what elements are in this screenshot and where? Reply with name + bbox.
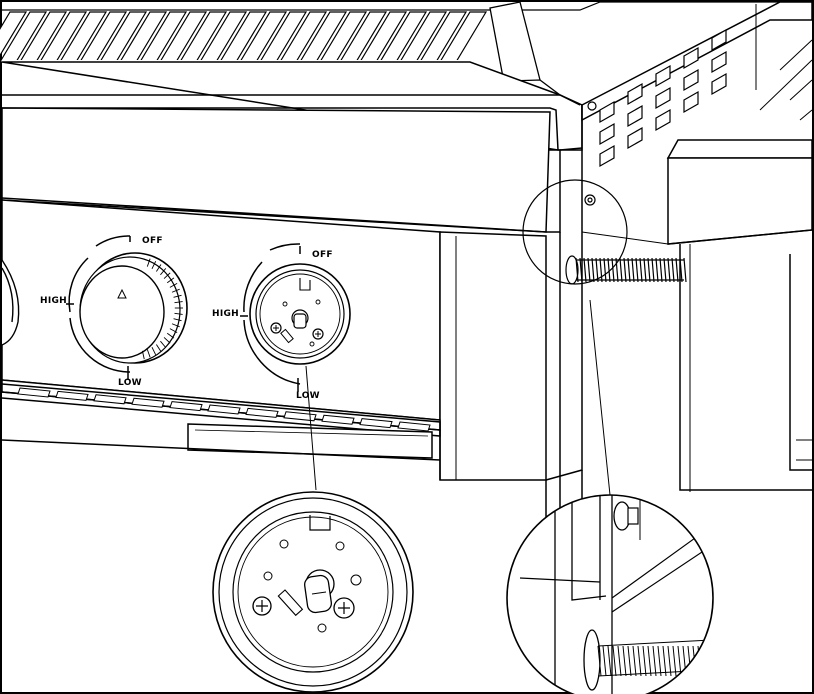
vent-slot xyxy=(245,407,279,418)
knob-ridge xyxy=(174,312,183,315)
knob-ridge xyxy=(155,264,162,272)
dial-label-low-right: LOW xyxy=(296,391,320,401)
side-slot xyxy=(627,126,643,150)
bolt-thread xyxy=(707,645,712,677)
vent-slot xyxy=(17,387,51,398)
bolt-thread xyxy=(702,645,707,677)
bolt-thread xyxy=(597,645,602,677)
bolt-thread xyxy=(662,645,667,677)
knob-ridge xyxy=(160,268,167,276)
side-slot xyxy=(655,64,671,88)
vent-slot xyxy=(93,394,127,405)
bolt-thread xyxy=(632,645,637,677)
bolt-thread xyxy=(652,645,657,677)
dial-label-high-right: HIGH xyxy=(212,309,239,319)
dial-label-off-left: OFF xyxy=(142,236,163,246)
side-slot xyxy=(627,82,643,106)
bolt-thread xyxy=(622,645,627,677)
dial-label-low-left: LOW xyxy=(118,378,142,388)
dial-label-high-left: HIGH xyxy=(40,296,67,306)
control-knob-left xyxy=(66,235,188,380)
detail-highlight-circle xyxy=(522,179,628,285)
knob-ridge xyxy=(146,349,151,358)
side-slot xyxy=(627,104,643,128)
bolt-thread xyxy=(657,645,662,677)
bolt-thread xyxy=(612,645,617,677)
side-panel-vent-slots xyxy=(599,28,727,168)
vent-slot xyxy=(283,411,317,422)
side-slot xyxy=(711,50,727,74)
bolt-thread xyxy=(677,645,682,677)
bolt-edge xyxy=(597,639,713,647)
bolt-thread xyxy=(602,645,607,677)
control-knob-partial xyxy=(1,259,20,346)
bolt-thread xyxy=(607,645,612,677)
side-panel xyxy=(545,1,813,587)
knob-ridge xyxy=(166,332,175,339)
bolt-thread xyxy=(667,645,672,677)
vent-slot xyxy=(55,390,89,401)
dial-label-off-right: OFF xyxy=(312,250,333,260)
valve-face-right xyxy=(240,243,351,392)
bolt-thread xyxy=(672,645,677,677)
side-slot xyxy=(683,46,699,70)
knob-ridge xyxy=(160,340,167,348)
vent-slot xyxy=(321,414,355,425)
grate-bar xyxy=(0,11,28,57)
side-shelf-bolt xyxy=(565,255,687,285)
vent-slot xyxy=(359,418,393,429)
knob-ridge xyxy=(151,347,157,355)
side-slot xyxy=(683,68,699,92)
knob-ridge xyxy=(171,323,180,328)
bolt-thread xyxy=(627,645,632,677)
side-slot xyxy=(711,72,727,96)
knob-ridge xyxy=(166,277,175,284)
side-slot xyxy=(683,90,699,114)
bolt-thread xyxy=(642,645,647,677)
knob-ridge xyxy=(169,328,178,334)
knob-ridge xyxy=(141,350,145,360)
knob-ridge xyxy=(173,318,182,322)
knob-ridge xyxy=(146,258,151,267)
side-panel-bolts xyxy=(584,101,597,206)
side-slot xyxy=(599,100,615,124)
knob-ridge xyxy=(163,272,171,279)
bolt-thread xyxy=(637,645,642,677)
vent-slot xyxy=(131,397,165,408)
side-slot xyxy=(599,144,615,168)
callout-side-bolt-detail xyxy=(506,494,714,694)
side-shelf xyxy=(581,39,813,492)
knob-ridge xyxy=(155,344,162,352)
leader-lines xyxy=(305,299,611,496)
side-slot xyxy=(711,28,727,52)
side-slot xyxy=(599,122,615,146)
vent-slot xyxy=(169,401,203,412)
bolt-thread xyxy=(647,645,652,677)
vent-slots xyxy=(17,387,431,432)
knob-ridge xyxy=(173,294,182,298)
side-slot xyxy=(655,86,671,110)
knob-ridge xyxy=(174,301,183,304)
bolt-thread xyxy=(617,645,622,677)
side-slot xyxy=(655,108,671,132)
knob-ridge xyxy=(163,337,171,344)
vent-slot xyxy=(397,421,431,432)
knob-ridge xyxy=(171,288,180,293)
callout-valve-detail xyxy=(212,491,414,693)
knob-ridge xyxy=(151,261,157,269)
knob-ridge xyxy=(169,282,178,288)
vent-slot xyxy=(207,404,241,415)
